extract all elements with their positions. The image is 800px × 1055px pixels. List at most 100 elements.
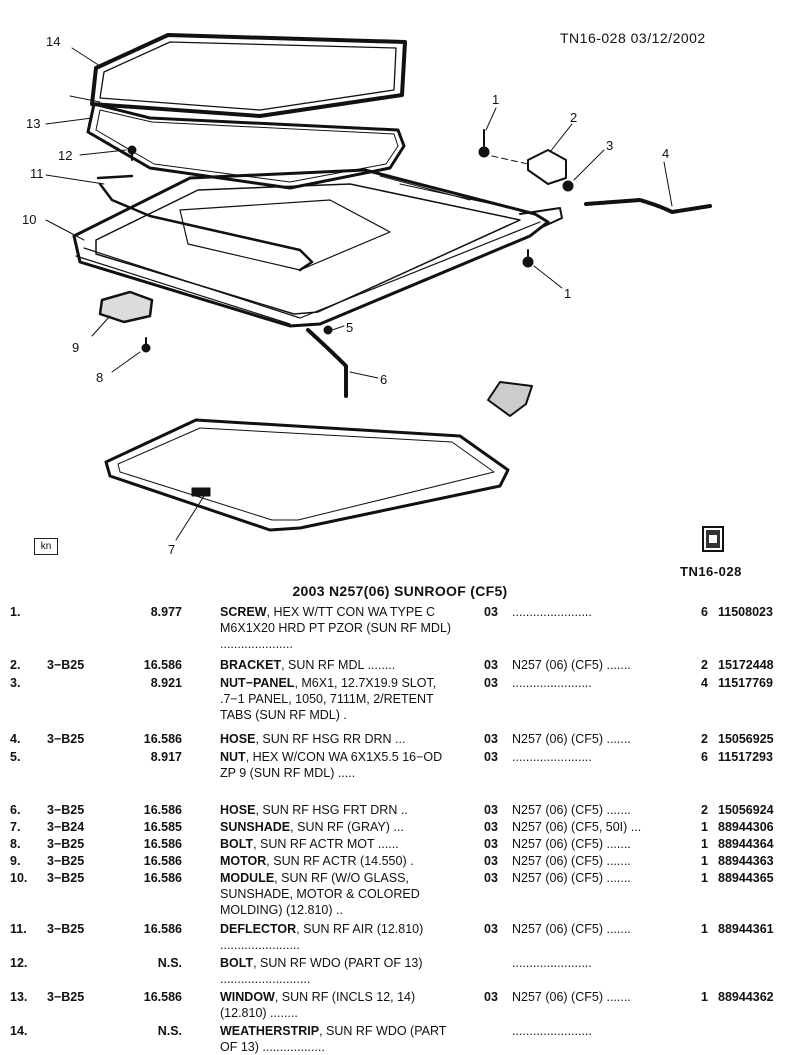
- row-description-text: , SUN RF AIR (12.810) ..................…: [220, 922, 424, 952]
- row-group: 8.921: [150, 676, 182, 690]
- row-part-number: 88944306: [718, 820, 774, 834]
- row-number: 4.: [10, 732, 21, 746]
- row-year: 03: [484, 658, 498, 672]
- row-number: 14.: [10, 1024, 28, 1038]
- callout-label: 13: [26, 116, 40, 131]
- row-description: SUNSHADE, SUN RF (GRAY) ...: [220, 819, 455, 835]
- row-part-name: HOSE: [220, 803, 256, 817]
- row-description-text: , SUN RF ACTR (14.550) .: [266, 854, 414, 868]
- doc-id-date: TN16-028 03/12/2002: [560, 30, 706, 46]
- row-description-text: , SUN RF (GRAY) ...: [290, 820, 404, 834]
- callout-label: 6: [380, 372, 387, 387]
- row-group: 16.586: [143, 871, 182, 885]
- callout-label: 11: [30, 166, 44, 181]
- row-part-name: NUT−PANEL: [220, 676, 295, 690]
- row-series: N257 (06) (CF5) .......: [512, 871, 631, 885]
- row-part-number: 15172448: [718, 658, 774, 672]
- row-description-text: , SUN RF (INCLS 12, 14) (12.810) .......…: [220, 990, 416, 1020]
- row-series: N257 (06) (CF5) .......: [512, 658, 631, 672]
- row-qty: 1: [701, 871, 708, 885]
- row-number: 7.: [10, 820, 21, 834]
- row-description-text: , SUN RF HSG FRT DRN ..: [255, 803, 408, 817]
- sunroof-exploded-diagram: 1 2 3 4 1 5 6 7 8 9 10 11 12 13 14: [22, 33, 712, 557]
- connector-part: [487, 381, 533, 417]
- row-part-name: NUT: [220, 750, 246, 764]
- row-year: 03: [484, 605, 498, 619]
- row-series: N257 (06) (CF5) .......: [512, 837, 631, 851]
- row-group: 16.586: [143, 803, 182, 817]
- row-qty: 2: [701, 732, 708, 746]
- rear-hose-part: [584, 198, 712, 214]
- row-part-name: BRACKET: [220, 658, 282, 672]
- callout-label: 5: [346, 320, 353, 335]
- sunshade-part: [104, 418, 510, 532]
- row-part-name: WEATHERSTRIP: [220, 1024, 320, 1038]
- row-year: 03: [484, 922, 498, 936]
- row-description: HOSE, SUN RF HSG FRT DRN ..: [220, 802, 455, 818]
- row-number: 5.: [10, 750, 21, 764]
- row-description: BOLT, SUN RF ACTR MOT ......: [220, 836, 455, 852]
- row-description: NUT−PANEL, M6X1, 12.7X19.9 SLOT, .7−1 PA…: [220, 675, 455, 723]
- row-group: 16.585: [143, 820, 182, 834]
- nut-panel-part: [562, 180, 574, 192]
- row-description: MOTOR, SUN RF ACTR (14.550) .: [220, 853, 455, 869]
- row-description-text: , HEX W/CON WA 6X1X5.5 16−OD ZP 9 (SUN R…: [220, 750, 443, 780]
- callout-label: 3: [606, 138, 613, 153]
- row-number: 11.: [10, 922, 27, 936]
- row-description-text: , HEX W/TT CON WA TYPE C M6X1X20 HRD PT …: [220, 605, 452, 651]
- row-qty: 1: [701, 922, 708, 936]
- row-ref: 3−B25: [47, 658, 85, 672]
- row-ref: 3−B25: [47, 871, 85, 885]
- row-part-name: BOLT: [220, 837, 254, 851]
- row-number: 2.: [10, 658, 21, 672]
- callout-label: 7: [168, 542, 175, 557]
- row-year: 03: [484, 732, 498, 746]
- row-part-number: 88944364: [718, 837, 774, 851]
- row-description: SCREW, HEX W/TT CON WA TYPE C M6X1X20 HR…: [220, 604, 455, 652]
- row-group: N.S.: [157, 1024, 182, 1038]
- row-part-name: HOSE: [220, 732, 256, 746]
- callout-label: 1: [492, 92, 499, 107]
- row-series: N257 (06) (CF5) .......: [512, 732, 631, 746]
- front-hose-part: [306, 328, 348, 398]
- row-description: DEFLECTOR, SUN RF AIR (12.810) .........…: [220, 921, 455, 953]
- row-series: .......................: [512, 1024, 592, 1038]
- row-description-text: , SUN RF HSG RR DRN ...: [255, 732, 406, 746]
- row-year: 03: [484, 803, 498, 817]
- row-number: 13.: [10, 990, 28, 1004]
- row-description: BRACKET, SUN RF MDL ........: [220, 657, 455, 673]
- hex-nut-part: [323, 325, 333, 335]
- row-group: N.S.: [157, 956, 182, 970]
- row-part-name: MODULE: [220, 871, 275, 885]
- row-part-name: DEFLECTOR: [220, 922, 297, 936]
- callout-label: 8: [96, 370, 103, 385]
- row-description-text: , SUN RF ACTR MOT ......: [253, 837, 399, 851]
- row-year: 03: [484, 871, 498, 885]
- row-ref: 3−B24: [47, 820, 85, 834]
- row-description-text: , SUN RF MDL ........: [281, 658, 396, 672]
- row-series: N257 (06) (CF5) .......: [512, 803, 631, 817]
- row-group: 16.586: [143, 837, 182, 851]
- callout-label: 14: [46, 34, 60, 49]
- row-number: 1.: [10, 605, 21, 619]
- row-part-number: 15056924: [718, 803, 774, 817]
- row-description: BOLT, SUN RF WDO (PART OF 13) ..........…: [220, 955, 455, 987]
- row-year: 03: [484, 837, 498, 851]
- row-qty: 6: [701, 750, 708, 764]
- row-qty: 1: [701, 820, 708, 834]
- screw-part-2: [522, 249, 534, 268]
- row-year: 03: [484, 676, 498, 690]
- row-description: WEATHERSTRIP, SUN RF WDO (PART OF 13) ..…: [220, 1023, 455, 1055]
- row-number: 6.: [10, 803, 21, 817]
- row-part-number: 88944361: [718, 922, 774, 936]
- row-part-number: 88944362: [718, 990, 774, 1004]
- actuator-bolt-part: [141, 337, 151, 353]
- callout-label: 1: [564, 286, 571, 301]
- row-part-name: WINDOW: [220, 990, 275, 1004]
- callout-label: 12: [58, 148, 72, 163]
- row-series: N257 (06) (CF5, 50I) ...: [512, 820, 642, 834]
- table-title: 2003 N257(06) SUNROOF (CF5): [292, 583, 508, 599]
- row-year: 03: [484, 854, 498, 868]
- row-number: 12.: [10, 956, 28, 970]
- row-part-name: BOLT: [220, 956, 254, 970]
